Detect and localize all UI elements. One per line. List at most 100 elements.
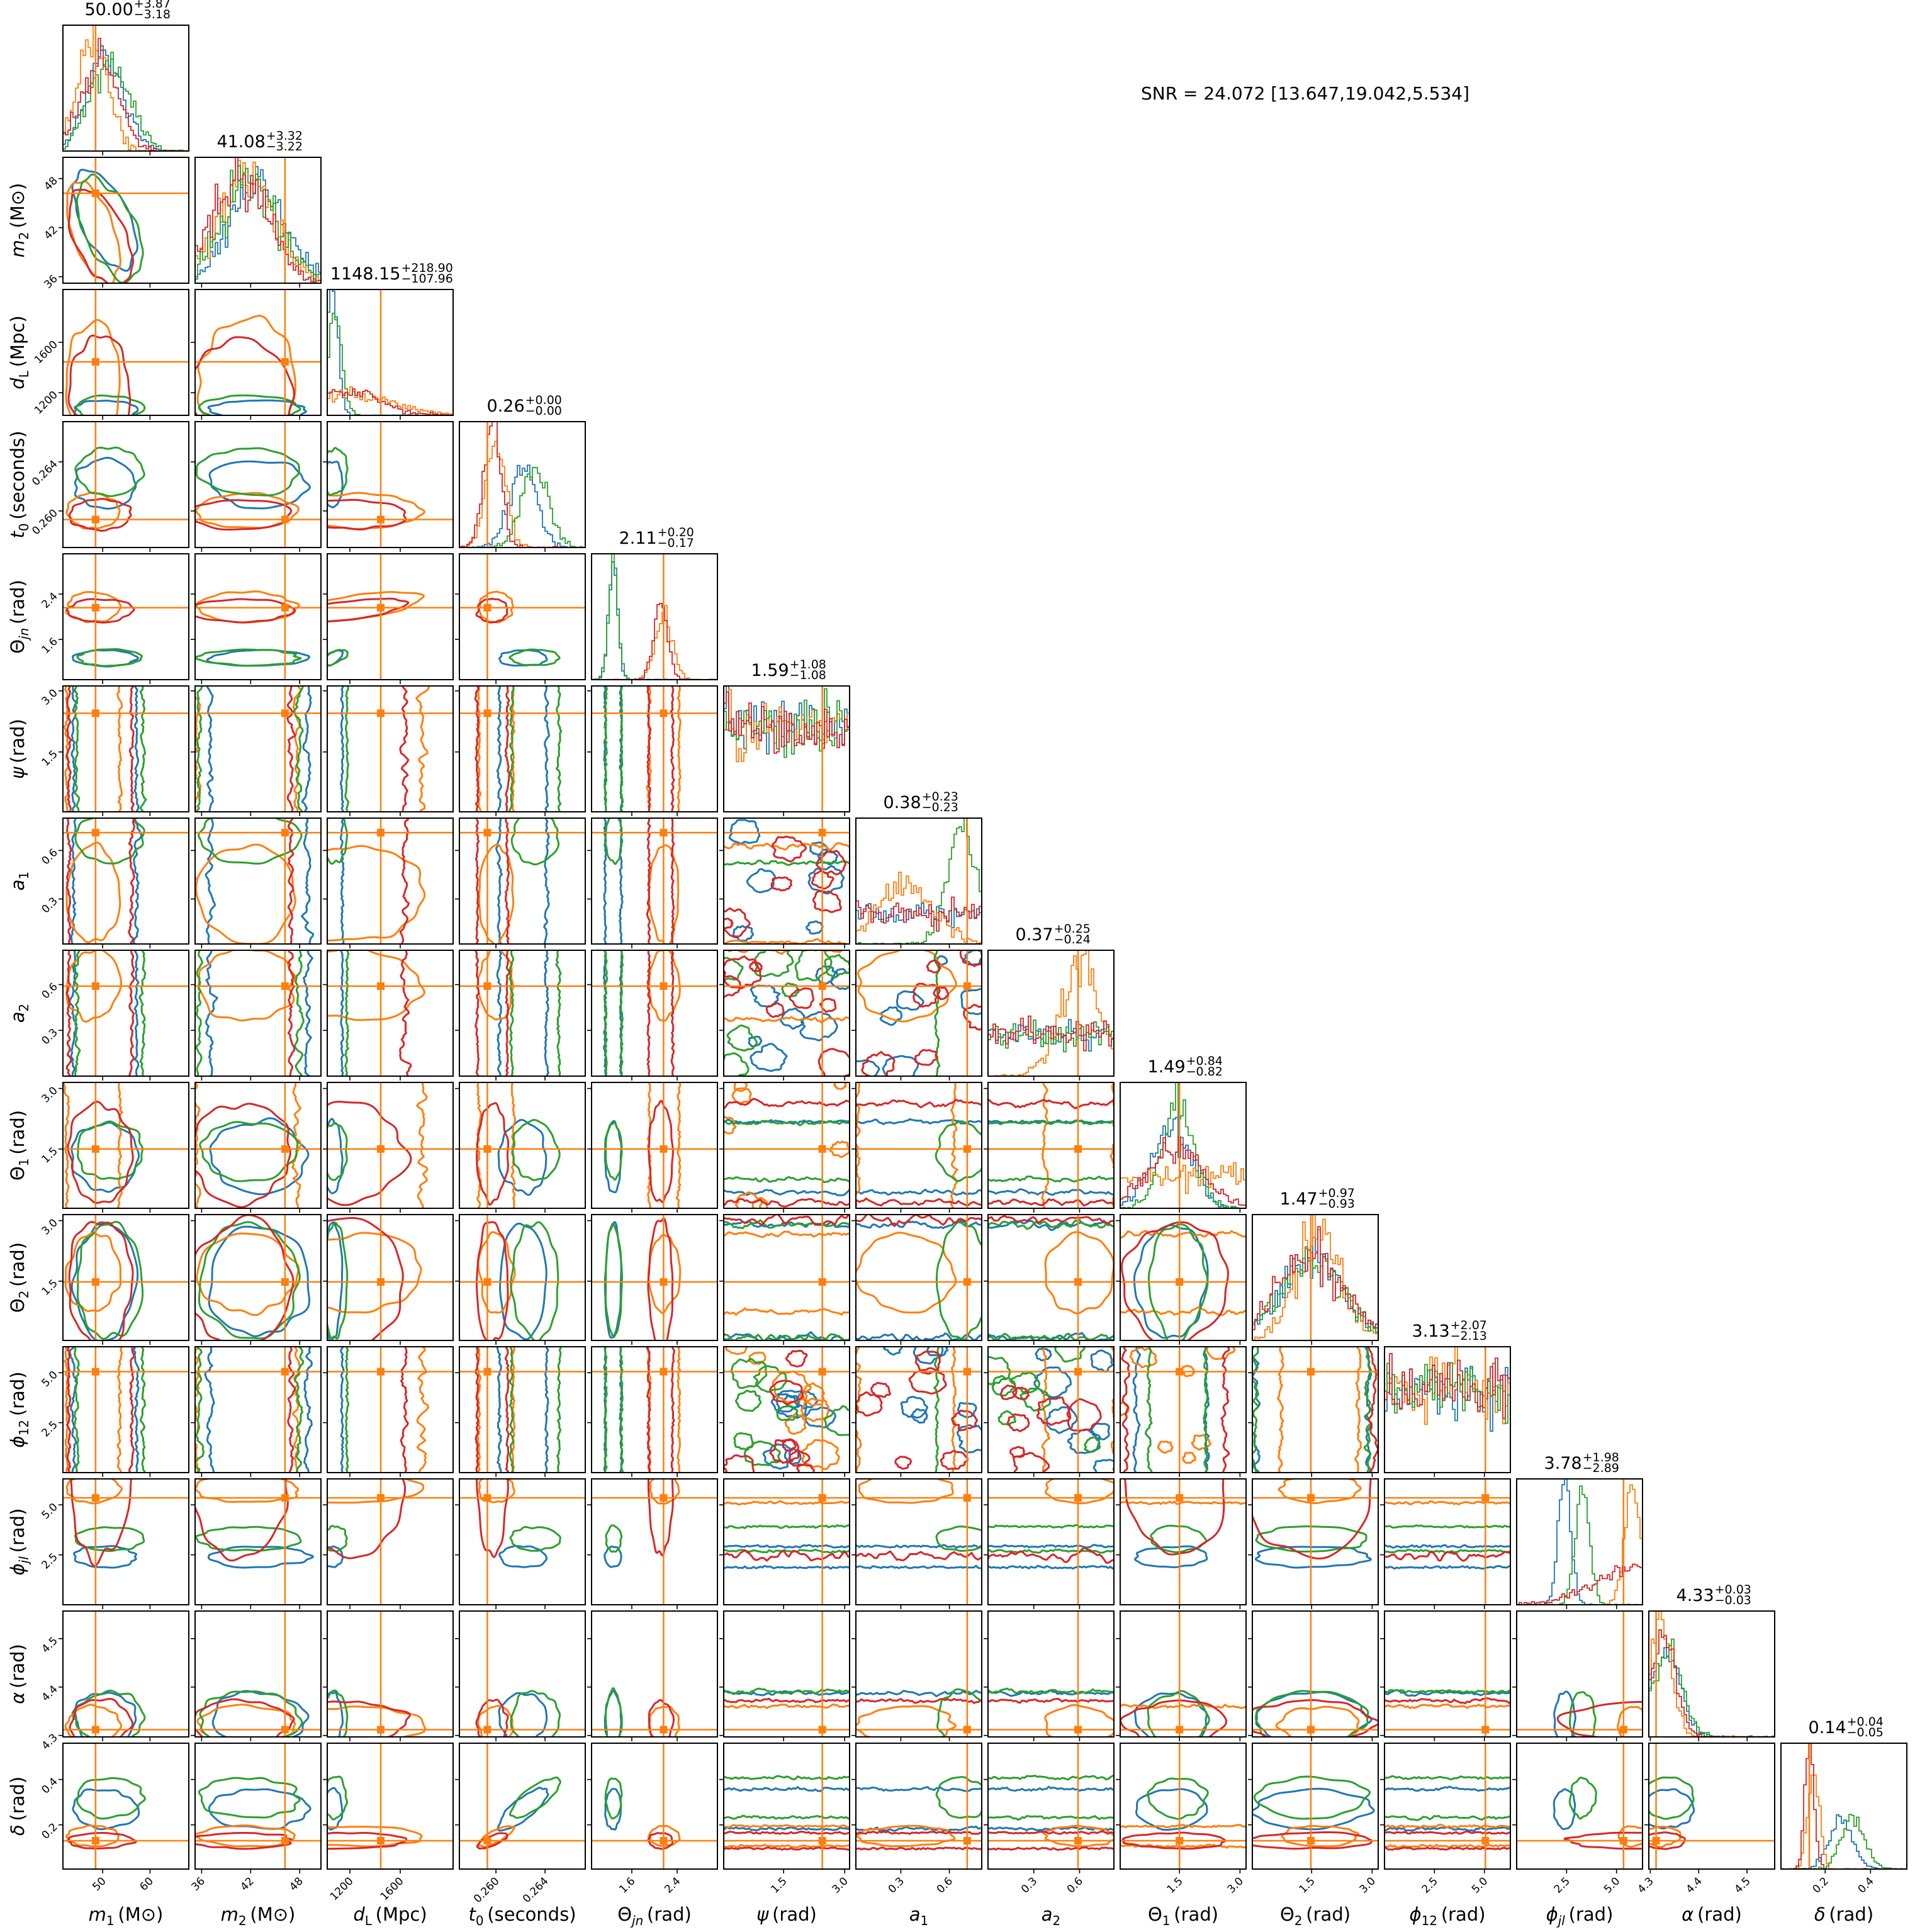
hist-panel-phi_12: 3.13+2.07−2.13 bbox=[1384, 1318, 1511, 1477]
contour-a1-alpha-red bbox=[856, 1698, 982, 1704]
y-axis-label-phi_12: ϕ12 (rad) bbox=[7, 1371, 31, 1447]
contour-panel-psi-vs-phi_jl bbox=[719, 1478, 850, 1609]
contour-a2-alpha-orange bbox=[1044, 1704, 1114, 1737]
contour-theta_2-alpha-orange bbox=[1275, 1705, 1360, 1737]
panel-frame bbox=[591, 685, 718, 812]
contour-a1-alpha-content bbox=[856, 1611, 982, 1737]
axis-label-symbol: t bbox=[468, 1904, 476, 1925]
hist-dL-green bbox=[327, 312, 453, 415]
hist-phi_jl-green bbox=[1517, 1485, 1643, 1605]
contour-t0-a1-red bbox=[475, 818, 480, 944]
x-tick-label-delta: 0.2 bbox=[1811, 1875, 1831, 1895]
axis-label-subscript: 1 bbox=[16, 1158, 31, 1166]
panel-frame bbox=[327, 1346, 454, 1473]
truth-marker-m2-phi_jl bbox=[281, 1494, 289, 1502]
axis-label-unit: (rad) bbox=[7, 1371, 28, 1420]
axis-label-symbol: a bbox=[1042, 1904, 1053, 1925]
contour-panel-t0-vs-phi_12 bbox=[455, 1346, 586, 1477]
contour-m2-psi-green bbox=[293, 686, 304, 812]
contour-theta_jn-delta-content bbox=[592, 1743, 717, 1869]
contour-theta_2-phi_12-content bbox=[1252, 1347, 1378, 1473]
contour-m2-a1-red bbox=[287, 818, 295, 944]
contour-phi_12-phi_jl-blue bbox=[1384, 1544, 1510, 1549]
panel-frame bbox=[459, 1478, 586, 1605]
panel-frame bbox=[591, 1478, 718, 1605]
contour-theta_2-phi_12-orange bbox=[1354, 1347, 1362, 1473]
axis-label-symbol: Θ bbox=[7, 1298, 28, 1313]
contour-psi-phi_12-green bbox=[743, 1441, 782, 1466]
contour-m2-dL-green bbox=[198, 394, 301, 415]
contour-t0-psi-red bbox=[504, 686, 510, 812]
contour-theta_jn-psi-red bbox=[646, 686, 652, 812]
truth-marker-psi-theta_1 bbox=[818, 1145, 826, 1153]
axis-label-symbol: Θ bbox=[617, 1904, 632, 1925]
contour-psi-a2-blue bbox=[799, 1011, 838, 1042]
contour-m1-psi-blue bbox=[133, 686, 140, 812]
hist-panel-theta_2: 1.47+0.97−0.93 bbox=[1252, 1186, 1379, 1345]
truth-marker-a1-phi_12 bbox=[963, 1368, 971, 1376]
contour-theta_1-phi_12-content bbox=[1120, 1347, 1246, 1473]
contour-m1-phi_12-red bbox=[128, 1347, 135, 1473]
panel-frame bbox=[723, 950, 850, 1077]
contour-panel-m1-vs-psi: 1.53.0 bbox=[40, 685, 189, 816]
contour-a1-theta_2-blue bbox=[856, 1332, 982, 1340]
hist-dL-content bbox=[327, 289, 453, 415]
contour-m2-delta-content bbox=[195, 1743, 321, 1869]
y-axis-label-m2: m2 (M⊙) bbox=[7, 183, 31, 258]
contour-a1-a2-red bbox=[933, 986, 950, 1001]
contour-psi-a2-orange bbox=[724, 1016, 850, 1025]
panel-frame bbox=[327, 1743, 454, 1870]
contour-m1-phi_12-green bbox=[74, 1347, 80, 1473]
contour-dL-alpha-content bbox=[327, 1611, 453, 1737]
y-axis-label-t0: t0 (seconds) bbox=[7, 430, 31, 538]
x-axis-label-theta_1: Θ1 (rad) bbox=[1148, 1904, 1218, 1928]
contour-theta_jn-a2-green bbox=[604, 950, 609, 1076]
hist-t0-blue bbox=[459, 464, 585, 548]
truth-marker-psi-alpha bbox=[818, 1726, 826, 1734]
panel-frame bbox=[1384, 1610, 1511, 1738]
axis-label-subscript: L bbox=[365, 1913, 373, 1928]
contour-a2-theta_2-content bbox=[988, 1215, 1114, 1340]
contour-m2-t0-green bbox=[195, 447, 300, 497]
contour-m1-a2-blue bbox=[133, 950, 140, 1076]
hist-m1-blue bbox=[63, 45, 189, 151]
contour-m1-a2-red bbox=[65, 950, 72, 1076]
contour-dL-phi_12-green bbox=[322, 1344, 324, 1476]
panel-frame bbox=[194, 1082, 322, 1209]
contour-a2-phi_12-green bbox=[991, 1374, 1016, 1397]
contour-a2-alpha-red bbox=[988, 1697, 1114, 1704]
truth-marker-t0-psi bbox=[483, 709, 491, 717]
contour-psi-theta_2-orange bbox=[724, 1307, 850, 1316]
contour-panel-psi-vs-theta_1 bbox=[719, 1082, 850, 1213]
panel-frame bbox=[62, 1214, 189, 1341]
panel-grid: 50.00+3.87−3.1836424841.08+3.32−3.221200… bbox=[30, 0, 1907, 1906]
y-axis-label-psi: ψ (rad) bbox=[7, 719, 28, 779]
panel-frame bbox=[194, 1478, 322, 1605]
title-plus-theta_jn: +0.20 bbox=[658, 525, 694, 539]
contour-phi_12-delta-green bbox=[1384, 1775, 1510, 1780]
hist-a1-green bbox=[856, 818, 982, 944]
contour-m1-theta_2-red bbox=[68, 1221, 134, 1340]
truth-marker-theta_jn-phi_12 bbox=[660, 1368, 668, 1376]
contour-psi-theta_1-orange bbox=[734, 1191, 763, 1208]
contour-t0-phi_12-red bbox=[475, 1347, 480, 1473]
contour-m2-theta_jn-content bbox=[195, 554, 321, 680]
contour-m1-a1-orange bbox=[65, 841, 121, 943]
contour-theta_jn-theta_1-orange bbox=[675, 1082, 682, 1208]
contour-panel-m2-vs-a1 bbox=[191, 817, 322, 948]
contour-psi-alpha-red bbox=[724, 1697, 850, 1704]
contour-a1-phi_12-content bbox=[856, 1347, 982, 1473]
contour-m1-phi_12-orange bbox=[64, 1347, 70, 1473]
panel-frame bbox=[1252, 1346, 1379, 1473]
contour-theta_jn-psi-content bbox=[592, 686, 717, 812]
axis-label-subscript: jl bbox=[16, 1556, 31, 1566]
contour-psi-phi_12-orange bbox=[784, 1412, 807, 1435]
truth-marker-m2-theta_1 bbox=[281, 1145, 289, 1153]
contour-phi_12-alpha-red bbox=[1384, 1697, 1510, 1705]
title-plus-dL: +218.90 bbox=[401, 261, 452, 275]
hist-m1-content bbox=[63, 25, 189, 151]
